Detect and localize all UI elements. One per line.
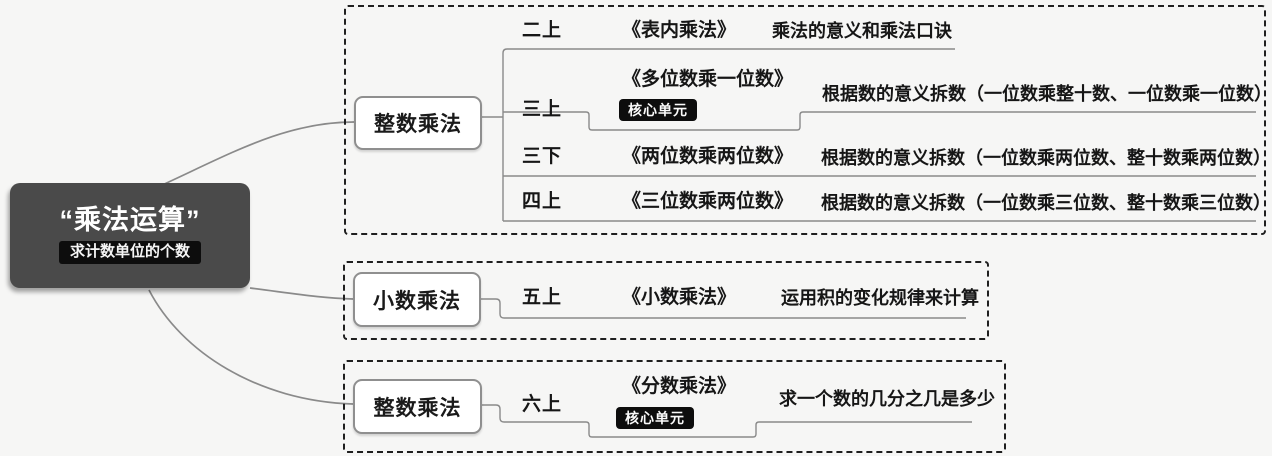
branch-node-fraction-multiplication: 整数乘法 (353, 379, 482, 434)
branch-curve-middle (249, 287, 354, 300)
branch-curve-top (159, 121, 355, 187)
core-unit-badge: 核心单元 (619, 99, 697, 121)
root-subtitle-badge: 求计数单位的个数 (58, 241, 201, 264)
book-title: 《小数乘法》 (622, 287, 737, 308)
book-title: 《三位数乘两位数》 (622, 191, 794, 212)
book-title: 《两位数乘两位数》 (622, 146, 794, 167)
branch-node-decimal-multiplication: 小数乘法 (353, 272, 481, 327)
branch-node-integer-multiplication: 整数乘法 (354, 96, 482, 150)
book-title: 《分数乘法》 (622, 376, 737, 397)
grade-term: 三下 (522, 146, 563, 167)
unit-description: 根据数的意义拆数（一位数乘两位数、整十数乘两位数） (821, 148, 1271, 168)
unit-description: 乘法的意义和乘法口诀 (772, 21, 952, 41)
book-title: 《表内乘法》 (622, 20, 737, 41)
grade-term: 二上 (522, 20, 563, 41)
unit-description: 根据数的意义拆数（一位数乘整十数、一位数乘一位数） (822, 84, 1272, 104)
grade-term: 五上 (522, 287, 563, 308)
group-box-integer-multiplication (344, 5, 1266, 235)
group-box-decimal-multiplication (343, 261, 989, 340)
book-title: 《多位数乘一位数》 (622, 69, 794, 90)
grade-term: 六上 (522, 394, 563, 415)
root-node: “乘法运算” 求计数单位的个数 (10, 183, 250, 288)
core-unit-badge: 核心单元 (616, 407, 694, 429)
grade-term: 四上 (522, 191, 563, 212)
group-box-fraction-multiplication (343, 360, 1006, 453)
grade-term: 三上 (522, 99, 563, 120)
root-title: “乘法运算” (59, 205, 201, 236)
branch-curve-bottom (148, 289, 354, 405)
unit-description: 运用积的变化规律来计算 (781, 288, 979, 308)
unit-description: 求一个数的几分之几是多少 (779, 389, 995, 409)
unit-description: 根据数的意义拆数（一位数乘三位数、整十数乘三位数） (821, 193, 1271, 213)
